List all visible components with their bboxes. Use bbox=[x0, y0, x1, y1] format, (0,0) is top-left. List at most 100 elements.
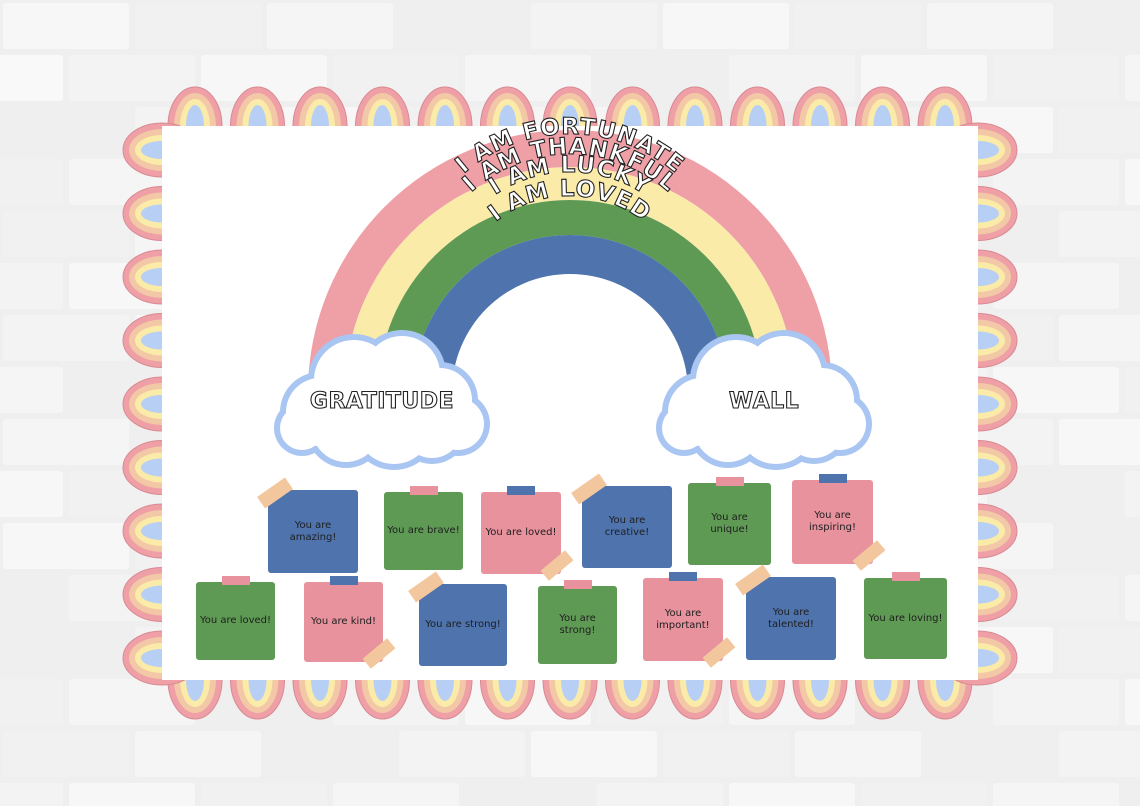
brick bbox=[993, 471, 1119, 517]
brick bbox=[465, 783, 591, 806]
rainbow-band bbox=[345, 167, 795, 392]
note-text: You are important! bbox=[656, 607, 710, 631]
sticky-note: You are brave! bbox=[384, 486, 463, 570]
brick bbox=[1125, 55, 1140, 101]
brick bbox=[1059, 419, 1140, 465]
brick bbox=[135, 731, 261, 777]
brick bbox=[3, 211, 129, 257]
brick bbox=[0, 263, 63, 309]
brick bbox=[1125, 367, 1140, 413]
brick bbox=[0, 679, 63, 725]
cloud-label-gratitude: GRATITUDE bbox=[310, 389, 454, 414]
brick bbox=[993, 679, 1119, 725]
rainbow-band bbox=[413, 235, 727, 392]
sticky-note: You are loving! bbox=[864, 572, 947, 659]
brick bbox=[69, 679, 195, 725]
brick bbox=[1059, 627, 1140, 673]
brick bbox=[399, 3, 525, 49]
brick bbox=[3, 315, 129, 361]
brick bbox=[3, 627, 129, 673]
brick bbox=[3, 107, 129, 153]
brick bbox=[1125, 783, 1140, 806]
brick bbox=[3, 419, 129, 465]
brick bbox=[3, 3, 129, 49]
brick bbox=[729, 783, 855, 806]
note-text: You are strong! bbox=[425, 619, 501, 630]
sticky-note: You are unique! bbox=[688, 477, 771, 565]
brick bbox=[531, 3, 657, 49]
brick bbox=[267, 731, 393, 777]
note-text: You are strong! bbox=[559, 613, 596, 636]
brick bbox=[0, 55, 63, 101]
brick bbox=[993, 55, 1119, 101]
brick bbox=[3, 731, 129, 777]
sticky-note: You are loved! bbox=[196, 576, 275, 660]
sticky-note: You are strong! bbox=[408, 571, 507, 666]
note-text: You are inspiring! bbox=[808, 510, 857, 533]
rainbow-band bbox=[308, 130, 832, 392]
note-text: You are loved! bbox=[199, 615, 272, 626]
brick bbox=[1059, 3, 1140, 49]
brick bbox=[993, 263, 1119, 309]
note-text: You are unique! bbox=[710, 512, 749, 535]
brick bbox=[1125, 679, 1140, 725]
brick bbox=[399, 731, 525, 777]
brick bbox=[1125, 575, 1140, 621]
cloud-right bbox=[656, 330, 872, 470]
note-text: You are creative! bbox=[604, 515, 650, 538]
brick bbox=[0, 159, 63, 205]
sticky-note: You are creative! bbox=[571, 473, 672, 568]
brick bbox=[69, 55, 195, 101]
brick bbox=[1059, 315, 1140, 361]
note-text: You are loving! bbox=[868, 612, 943, 624]
brick bbox=[69, 783, 195, 806]
brick bbox=[1059, 731, 1140, 777]
brick bbox=[1059, 523, 1140, 569]
brick bbox=[135, 3, 261, 49]
brick bbox=[597, 783, 723, 806]
sticky-note: You are important! bbox=[643, 572, 736, 668]
brick bbox=[927, 731, 1053, 777]
note-text: You are talented! bbox=[768, 606, 814, 630]
sticky-note: You are kind! bbox=[304, 576, 396, 669]
note-text: You are kind! bbox=[310, 616, 377, 627]
brick bbox=[795, 3, 921, 49]
brick bbox=[0, 471, 63, 517]
note-text: You are brave! bbox=[387, 525, 460, 536]
sticky-note: You are talented! bbox=[735, 564, 836, 660]
brick bbox=[531, 731, 657, 777]
brick bbox=[267, 3, 393, 49]
brick bbox=[795, 731, 921, 777]
brick bbox=[201, 783, 327, 806]
brick bbox=[3, 523, 129, 569]
brick bbox=[663, 3, 789, 49]
brick bbox=[927, 3, 1053, 49]
brick bbox=[993, 367, 1119, 413]
brick bbox=[1059, 107, 1140, 153]
brick bbox=[333, 783, 459, 806]
brick bbox=[1125, 471, 1140, 517]
rainbow bbox=[308, 130, 832, 392]
note-text: You are loved! bbox=[485, 527, 557, 538]
brick bbox=[993, 783, 1119, 806]
note-text: You are amazing! bbox=[289, 519, 337, 543]
brick bbox=[993, 575, 1119, 621]
brick bbox=[1125, 263, 1140, 309]
brick bbox=[333, 55, 459, 101]
brick bbox=[0, 575, 63, 621]
brick bbox=[861, 783, 987, 806]
brick bbox=[201, 55, 327, 101]
brick bbox=[1059, 211, 1140, 257]
brick bbox=[993, 159, 1119, 205]
sticky-note: You are amazing! bbox=[257, 477, 358, 573]
sticky-note: You are strong! bbox=[538, 580, 617, 664]
brick bbox=[0, 783, 63, 806]
sticky-note: You are loved! bbox=[481, 486, 574, 581]
brick bbox=[663, 731, 789, 777]
sticky-note: You are inspiring! bbox=[792, 474, 886, 571]
cloud-label-wall: WALL bbox=[729, 389, 799, 414]
cloud-left bbox=[274, 330, 490, 470]
rainbow-band bbox=[378, 200, 762, 392]
brick bbox=[0, 367, 63, 413]
